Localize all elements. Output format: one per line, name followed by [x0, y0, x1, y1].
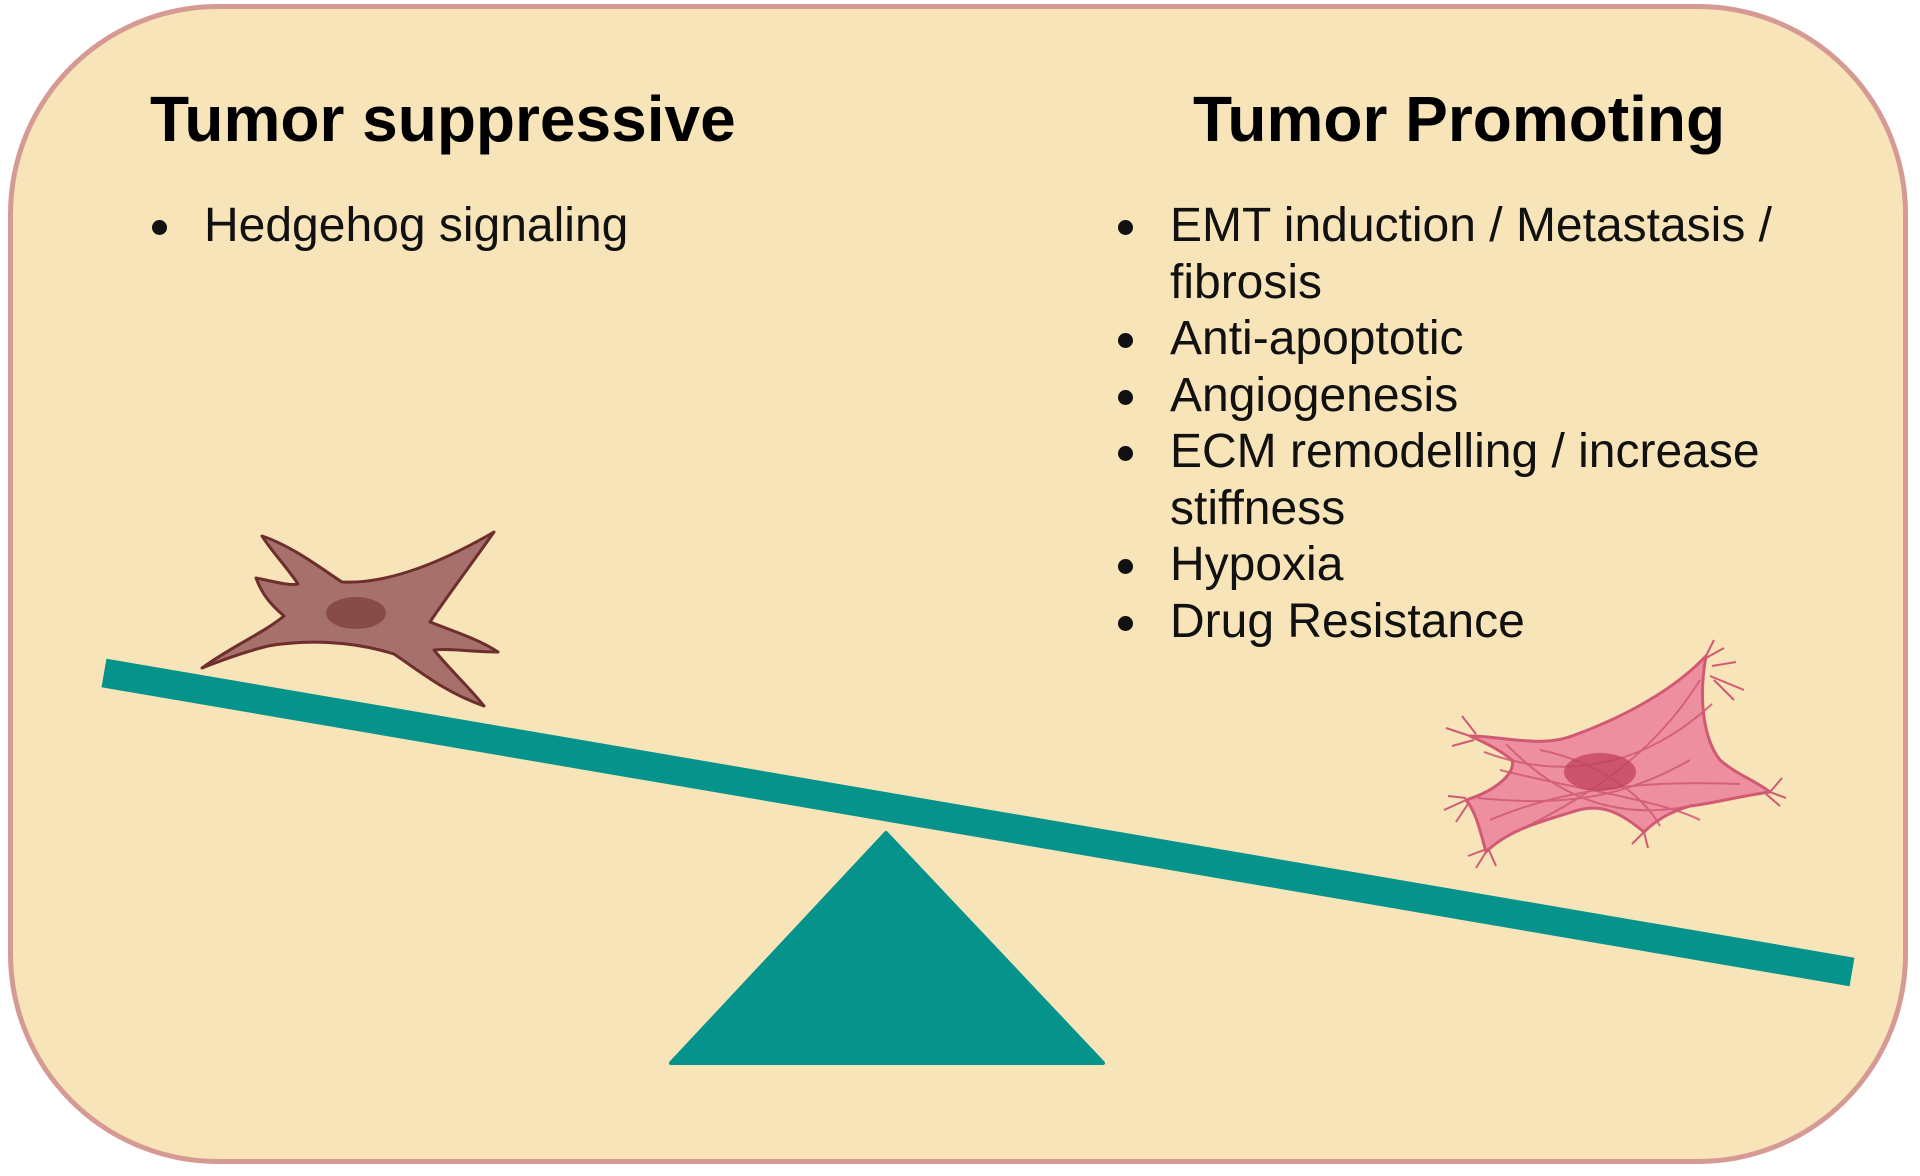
quiescent-cell-nucleus	[326, 597, 386, 629]
tumor-suppressive-heading: Tumor suppressive	[150, 83, 736, 155]
list-item: Anti-apoptotic	[1114, 311, 1854, 368]
seesaw-plank	[101, 658, 1855, 987]
activated-cell-filopodia	[1443, 639, 1787, 869]
list-item: Hypoxia	[1114, 537, 1854, 594]
tumor-promoting-list: EMT induction / Metastasis / fibrosis An…	[1114, 198, 1854, 650]
tumor-suppressive-list: Hedgehog signaling	[148, 198, 848, 255]
list-item: EMT induction / Metastasis / fibrosis	[1114, 198, 1854, 311]
list-item: Drug Resistance	[1114, 594, 1854, 651]
list-item: Hedgehog signaling	[148, 198, 848, 255]
activated-cell-body	[1464, 654, 1772, 854]
quiescent-fibroblast-icon	[200, 530, 500, 708]
seesaw-fulcrum	[669, 831, 1105, 1065]
list-item: ECM remodelling / increase stiffness	[1114, 424, 1854, 537]
activated-caf-icon	[1443, 639, 1787, 869]
tumor-promoting-heading: Tumor Promoting	[1193, 83, 1726, 155]
activated-cell-nucleus	[1564, 753, 1636, 791]
list-item: Angiogenesis	[1114, 368, 1854, 425]
